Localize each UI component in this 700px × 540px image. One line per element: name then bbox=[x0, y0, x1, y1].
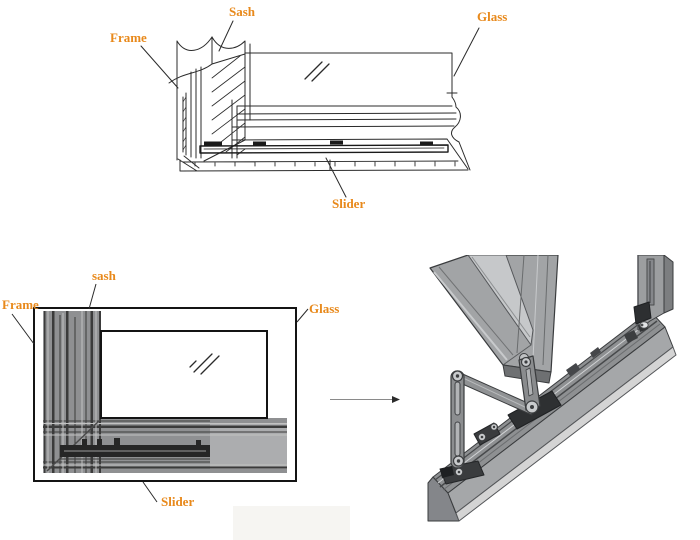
glass-pane-outline bbox=[244, 52, 458, 98]
bl-glass-label: Glass bbox=[309, 301, 340, 316]
tilted-sash bbox=[429, 255, 559, 384]
leader-lines bbox=[11, 283, 309, 503]
slider-bar bbox=[60, 438, 210, 460]
leader-lines bbox=[140, 20, 480, 198]
right-arrow-icon bbox=[330, 396, 400, 403]
bl-frame-label: Frame bbox=[2, 297, 39, 312]
bl-slider-label: Slider bbox=[161, 494, 195, 509]
frame-jamb bbox=[624, 255, 674, 343]
bl-sash-label: sash bbox=[92, 268, 116, 283]
top-slider-label: Slider bbox=[332, 196, 366, 211]
top-glass-label: Glass bbox=[477, 9, 508, 24]
slider-bar bbox=[199, 144, 449, 154]
front-view-drawing bbox=[11, 283, 350, 540]
slider-hinge-hardware bbox=[439, 324, 643, 485]
sash-bottom-profile-light bbox=[210, 423, 287, 469]
hardware-3d-render bbox=[427, 255, 677, 522]
glass-mark bbox=[189, 353, 220, 375]
top-frame-label: Frame bbox=[110, 30, 147, 45]
top-cutaway-drawing bbox=[140, 20, 480, 198]
top-sash-label: Sash bbox=[229, 4, 256, 19]
glass-pane bbox=[100, 330, 268, 419]
glass-mark bbox=[304, 61, 330, 82]
